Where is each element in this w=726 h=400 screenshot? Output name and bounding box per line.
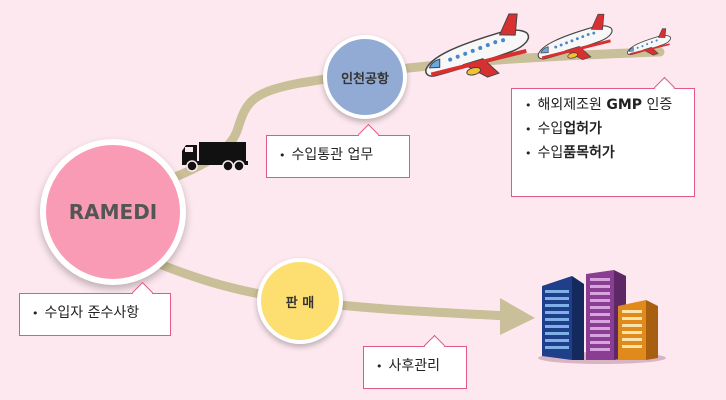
customs-callout: • 수입통관 업무 [266,123,410,178]
sales-node: 판 매 [257,258,343,344]
callout-item-text: 사후관리 [388,358,441,374]
callout-item-bold: 업허가 [563,120,602,137]
sales-arrow-head [500,298,535,335]
callout-item: • 사후관리 [376,355,466,379]
callout-item: • 수입자 준수사항 [32,302,170,326]
callout-item-bold: GMP [606,97,643,113]
callout-item-text: 수입자 준수사항 [44,305,140,321]
callout-item-bold: 품목허가 [563,144,615,161]
callout-item-text: 수입통관 업무 [291,147,374,163]
buildings-icon [538,270,666,364]
ramedi-node: RAMEDI [40,139,186,285]
bullet-icon: • [525,122,532,136]
callout-item: • 수입통관 업무 [279,144,409,168]
after-service-callout: • 사후관리 [363,334,467,389]
sales-label: 판 매 [285,295,315,311]
airplane-icon [537,13,613,61]
callout-item: • 수입업허가 [525,118,694,142]
bullet-icon: • [376,360,383,373]
callout-item-text: 해외제조원 [537,97,607,113]
callout-item-text: 수입 [537,120,564,137]
import-license-callout: •해외제조원 GMP 인증 •수입업허가 •수입품목허가 [511,76,695,197]
callout-item: • 수입품목허가 [525,142,694,166]
bullet-icon: • [525,99,532,112]
incheon-airport-node: 인천공항 [323,35,407,119]
callout-item-text: 수입 [537,144,564,161]
truck-icon [182,142,248,172]
bullet-icon: • [279,149,286,162]
airport-label: 인천공항 [341,71,389,87]
ramedi-label: RAMEDI [68,200,158,224]
bullet-icon: • [32,307,39,320]
bullet-icon: • [525,146,532,160]
airplane-icon [425,13,530,78]
callout-item: • 해외제조원 GMP 인증 [525,94,694,118]
callout-item-text: 인증 [642,97,673,113]
importer-callout: • 수입자 준수사항 [19,281,171,336]
airplane-icon [627,28,671,56]
